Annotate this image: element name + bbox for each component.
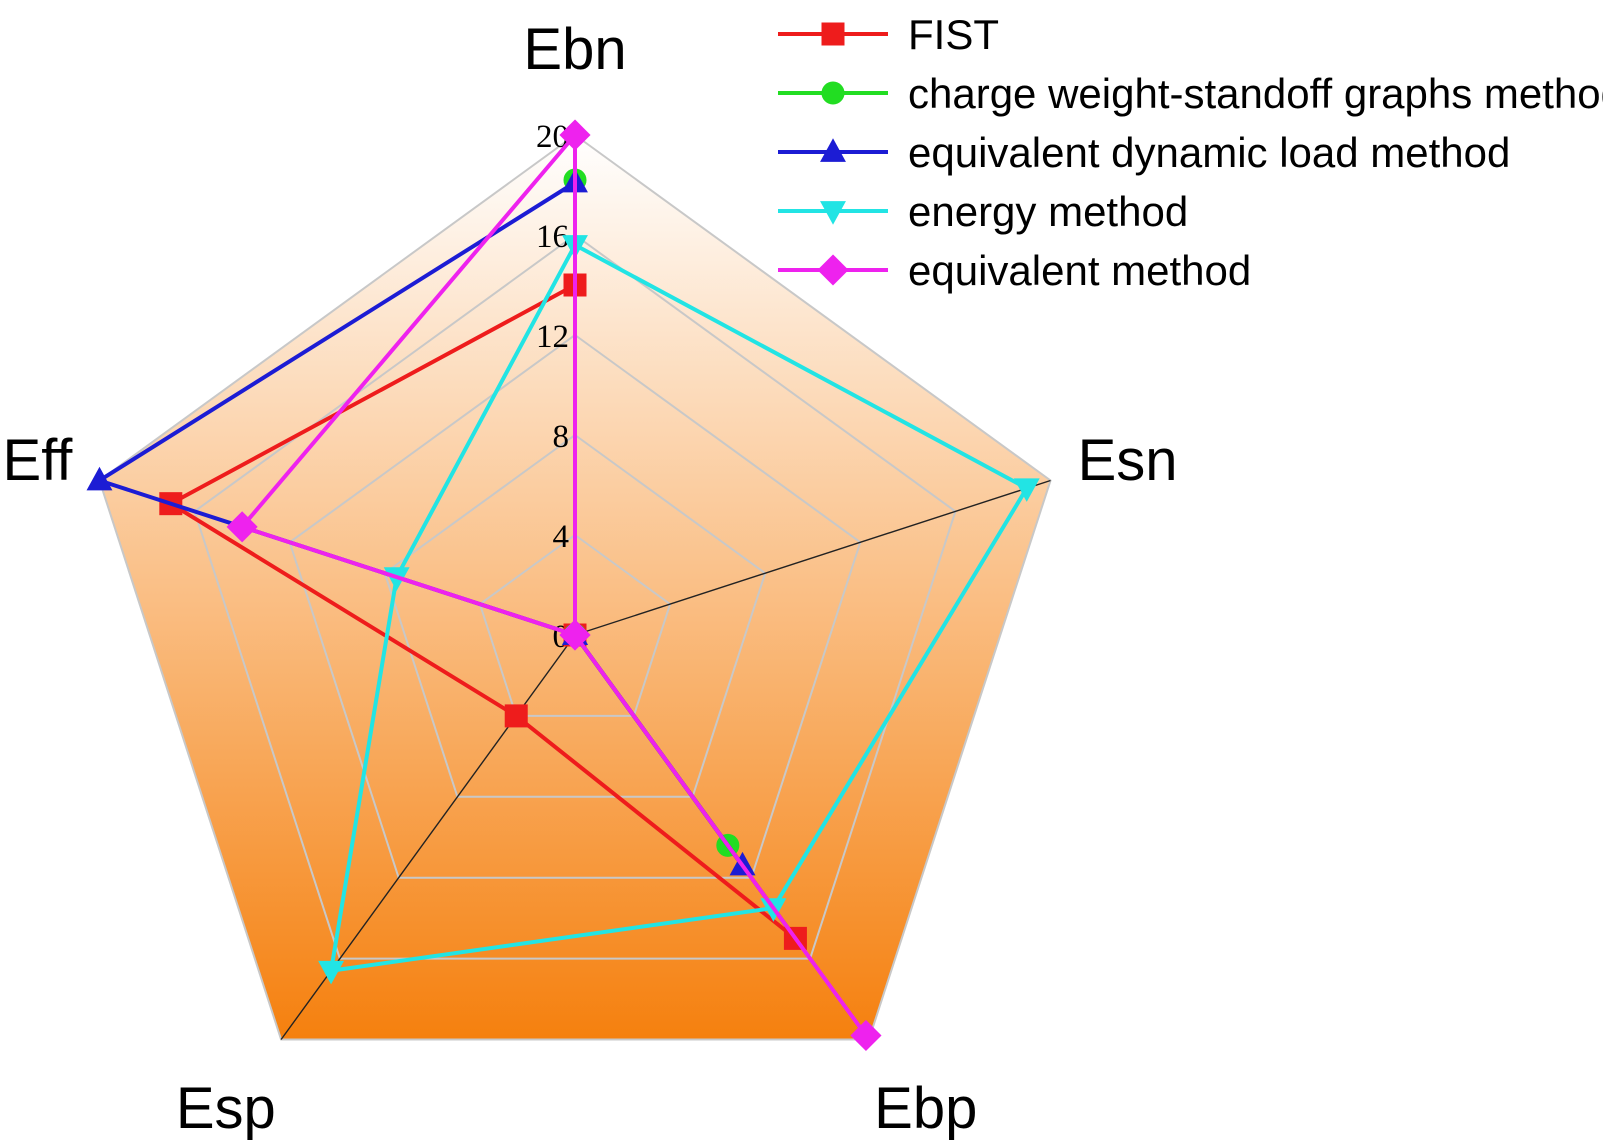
series-1-marker: [821, 81, 845, 105]
series-3-marker: [820, 201, 846, 225]
legend-item: equivalent dynamic load method: [778, 129, 1510, 176]
tick-label: 4: [553, 519, 570, 555]
legend-label: equivalent method: [908, 247, 1251, 294]
series-0-marker: [504, 704, 528, 728]
series-0-marker: [821, 22, 845, 46]
series-2-marker: [86, 466, 113, 491]
series-4-marker: [850, 1019, 882, 1052]
axis-label-eff: Eff: [3, 428, 74, 493]
series-3-line: [329, 243, 1029, 973]
legend-label: equivalent dynamic load method: [908, 129, 1510, 176]
series-group: [86, 119, 1040, 1052]
spoke-esn: [574, 479, 1051, 636]
tick-label: 12: [536, 319, 569, 355]
series-2-marker: [820, 138, 846, 162]
axis-label-esp: Esp: [176, 1076, 276, 1140]
axis-label-ebn: Ebn: [523, 17, 626, 82]
axis-label-esn: Esn: [1078, 428, 1178, 493]
grid-ring: [98, 133, 1052, 1041]
series-4: [226, 119, 882, 1052]
legend-item: energy method: [778, 188, 1188, 235]
legend-item: charge weight-standoff graphs method: [778, 70, 1603, 117]
tick-label: 8: [553, 419, 570, 455]
legend-item: FIST: [778, 11, 999, 58]
series-4-marker: [559, 119, 591, 151]
series-3-marker: [1013, 478, 1040, 502]
legend-item: equivalent method: [778, 247, 1251, 294]
series-3-marker: [318, 960, 345, 985]
grid-ring: [383, 433, 767, 798]
series-4-marker: [559, 619, 591, 651]
series-4-marker: [226, 511, 258, 543]
legend-label: charge weight-standoff graphs method: [908, 70, 1603, 117]
radar-grid: [98, 133, 1052, 1041]
series-4-marker: [817, 254, 849, 286]
legend-label: energy method: [908, 188, 1188, 235]
grid-ring: [478, 533, 672, 717]
legend: FIST charge weight-standoff graphs method…: [778, 11, 1603, 294]
series-4-line: [240, 133, 868, 1038]
axis-label-ebp: Ebp: [874, 1076, 977, 1140]
grid-ring: [288, 333, 862, 879]
grid-ring: [193, 233, 957, 960]
legend-label: FIST: [908, 11, 999, 58]
